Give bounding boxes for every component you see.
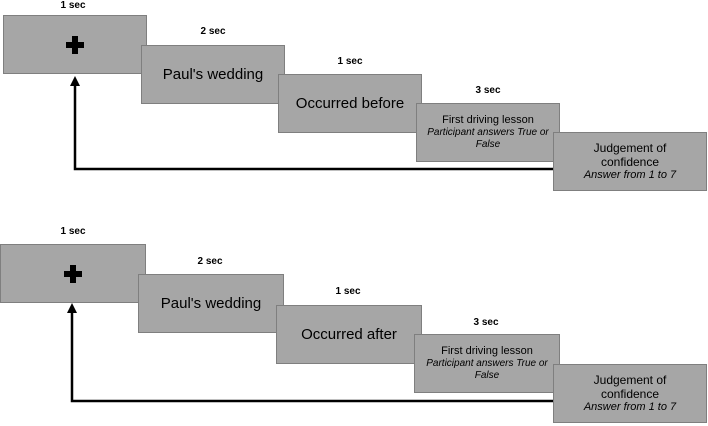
relation-screen: Occurred before [278,74,422,133]
probe-instruction: Participant answers True or False [426,358,548,381]
probe-duration: 3 sec [473,317,499,328]
relation-text: Occurred before [295,95,405,112]
relation-screen: Occurred after [276,305,422,364]
fixation-screen [3,15,147,74]
event-screen: Paul's wedding [141,45,285,104]
event-text: Paul's wedding [162,66,264,83]
confidence-instruction: Answer from 1 to 7 [583,169,677,181]
probe-instruction: Participant answers True or False [427,127,549,150]
trial-sequence-before: 1 sec 2 sec Paul's wedding 1 sec Occurre… [0,0,708,200]
event-text: Paul's wedding [160,295,262,312]
plus-cross-icon [66,35,84,54]
probe-screen: First driving lesson Participant answers… [414,334,560,393]
trial-sequence-after: 1 sec 2 sec Paul's wedding 1 sec Occurre… [0,226,708,426]
probe-text: First driving lesson [441,345,533,357]
probe-text: First driving lesson [442,114,534,126]
fixation-duration: 1 sec [60,226,86,237]
relation-duration: 1 sec [337,56,363,67]
confidence-screen: Judgement of confidence Answer from 1 to… [553,132,707,191]
relation-duration: 1 sec [335,286,361,297]
fixation-screen [0,244,146,303]
probe-screen: First driving lesson Participant answers… [416,103,560,162]
return-arrow [67,303,554,403]
event-screen: Paul's wedding [138,274,284,333]
probe-duration: 3 sec [475,85,501,96]
return-arrow [70,76,554,171]
fixation-duration: 1 sec [60,0,86,11]
confidence-title: Judgement of confidence [593,373,667,401]
confidence-instruction: Answer from 1 to 7 [583,401,677,413]
relation-text: Occurred after [301,326,397,343]
event-duration: 2 sec [197,256,223,267]
confidence-title: Judgement of confidence [593,141,667,169]
plus-cross-icon [64,264,82,283]
event-duration: 2 sec [200,26,226,37]
confidence-screen: Judgement of confidence Answer from 1 to… [553,364,707,423]
